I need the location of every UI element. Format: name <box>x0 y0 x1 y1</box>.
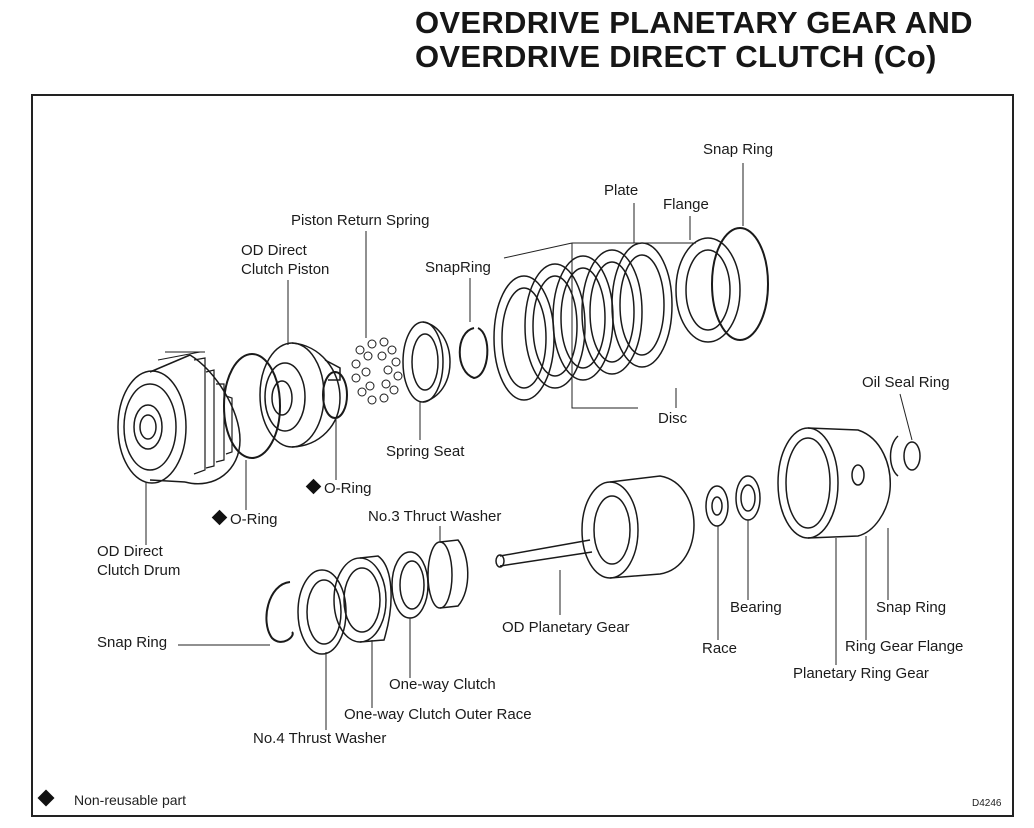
legend-text: Non-reusablе part <box>74 792 187 808</box>
label-ring-gear-flange: Ring Gear Flange <box>845 638 964 655</box>
legend: Non-reusablе part <box>37 789 187 808</box>
label-disc: Disc <box>658 410 688 427</box>
page-title-line1: OVERDRIVE PLANETARY GEAR AND <box>415 5 973 40</box>
od-direct-clutch-drum-part <box>117 351 241 485</box>
snap-ring-left-part <box>265 581 294 643</box>
non-reusable-diamond-icon <box>211 509 228 526</box>
label-snap-ring-top: Snap Ring <box>703 141 774 158</box>
black-diamond-icon <box>37 789 55 807</box>
label-od-direct-clutch-piston-line1: OD Direct <box>241 242 307 259</box>
label-o-ring-left: O-Ring <box>211 509 278 529</box>
no3-thrust-washer-part <box>427 539 469 609</box>
race-part <box>705 485 729 527</box>
label-planetary-ring-gear: Planetary Ring Gear <box>793 665 929 682</box>
label-one-way-clutch-outer-race: One-way Clutch Outer Race <box>344 706 532 723</box>
label-no3-thrust-washer: No.3 Thruct Washer <box>368 508 502 525</box>
label-od-direct-clutch-drum-line2: Clutch Drum <box>97 562 181 579</box>
non-reusable-diamond-icon <box>305 478 322 495</box>
page-title-line2: OVERDRIVE DIRECT CLUTCH (Co) <box>415 39 937 74</box>
label-bearing: Bearing <box>730 599 782 616</box>
label-o-ring-right: O-Ring <box>305 478 372 498</box>
planetary-ring-gear-part <box>777 427 891 539</box>
diagram-frame <box>31 94 1014 817</box>
od-planetary-gear-part <box>495 475 695 579</box>
label-no4-thrust-washer: No.4 Thrust Washer <box>253 730 387 747</box>
label-piston-return-spring: Piston Return Spring <box>291 212 430 229</box>
bearing-part <box>735 475 761 521</box>
oil-seal-ring-part <box>889 435 921 477</box>
label-oil-seal-ring: Oil Seal Ring <box>862 374 950 391</box>
label-od-direct-clutch-drum-line1: OD Direct <box>97 543 163 560</box>
o-ring-small-part <box>322 371 348 419</box>
label-one-way-clutch: One-way Clutch <box>389 676 496 693</box>
snap-ring-top-part <box>711 227 769 341</box>
label-snapring-mid: SnapRing <box>425 259 491 276</box>
flange-part <box>675 237 741 343</box>
no4-thrust-washer-part <box>297 569 347 655</box>
od-direct-clutch-piston-part <box>259 342 341 448</box>
o-ring-large-part <box>223 353 281 459</box>
one-way-clutch-part <box>391 551 429 619</box>
label-race: Race <box>702 640 738 657</box>
label-spring-seat: Spring Seat <box>386 443 465 460</box>
spring-seat-part <box>402 321 451 403</box>
piston-return-spring-part <box>351 337 403 405</box>
label-od-direct-clutch-piston-line2: Clutch Piston <box>241 261 330 278</box>
snapring-mid-part <box>458 327 489 380</box>
clutch-plates-discs-part <box>493 242 673 401</box>
label-plate: Plate <box>604 182 639 199</box>
label-od-planetary-gear: OD Planetary Gear <box>502 619 630 636</box>
label-snap-ring-left: Snap Ring <box>97 634 168 651</box>
label-o-ring-right-text: O-Ring <box>324 480 372 497</box>
one-way-clutch-outer-race-part <box>333 555 392 643</box>
label-snap-ring-right: Snap Ring <box>876 599 947 616</box>
figure-code: D4246 <box>972 798 1002 809</box>
label-flange: Flange <box>663 196 709 213</box>
label-o-ring-left-text: O-Ring <box>230 511 278 528</box>
